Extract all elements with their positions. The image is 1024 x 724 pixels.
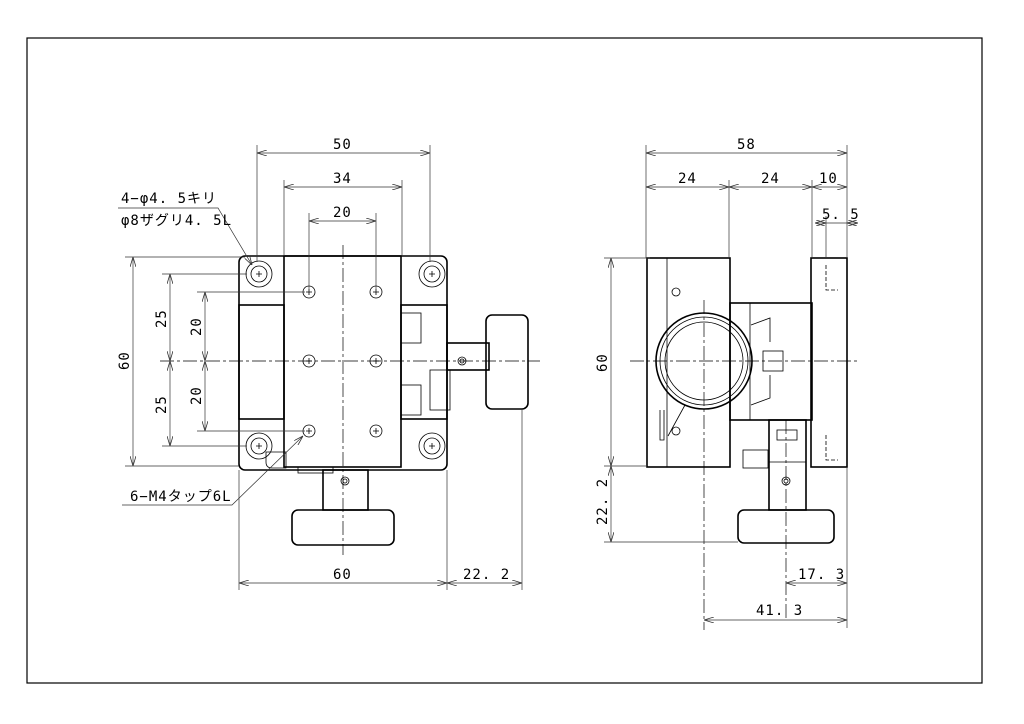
side-center-lines	[630, 300, 860, 630]
bottom-shaft	[322, 469, 369, 511]
dim-22-2-side: 22. 2	[595, 478, 611, 525]
note-tap: 6−M4タップ6L	[130, 489, 232, 505]
side-view: 58 24 24 10 5. 5 60 22. 2 17. 3 41. 3	[595, 137, 860, 630]
tap-holes	[302, 285, 383, 438]
counterbore-holes	[245, 260, 446, 460]
dim-20-bottom: 20	[189, 386, 205, 405]
dim-41-3: 41. 3	[756, 603, 803, 619]
dim-50: 50	[333, 137, 352, 153]
dim-22-2-front: 22. 2	[463, 567, 510, 583]
center-lines	[160, 245, 540, 555]
side-bottom-shaft	[768, 419, 807, 511]
middle-block	[729, 302, 813, 421]
micrometer-shaft	[446, 342, 490, 371]
right-knob	[485, 314, 529, 410]
dim-20-top: 20	[189, 317, 205, 336]
mount-plate	[810, 257, 848, 468]
dim-25-bottom: 25	[154, 395, 170, 414]
dim-60-side: 60	[595, 353, 611, 372]
dim-10: 10	[819, 171, 838, 187]
dim-5-5: 5. 5	[822, 207, 860, 223]
dim-17-3: 17. 3	[798, 567, 845, 583]
dim-60-vertical: 60	[117, 351, 133, 370]
dim-24-a: 24	[678, 171, 697, 187]
dim-60-base: 60	[333, 567, 352, 583]
right-guide-block	[400, 304, 448, 420]
dim-25-top: 25	[154, 309, 170, 328]
carriage	[283, 255, 402, 468]
note-counterbore-2: φ8ザグリ4. 5L	[121, 213, 232, 229]
left-guide-block	[238, 304, 285, 420]
front-view: 50 34 20 60 25 25 20 20 60 22. 2 4−φ4. 5…	[117, 137, 540, 590]
dim-58: 58	[737, 137, 756, 153]
note-counterbore-1: 4−φ4. 5キリ	[121, 191, 217, 207]
drawing-frame	[26, 37, 983, 684]
stage-body	[646, 257, 731, 468]
dim-20: 20	[333, 205, 352, 221]
dim-24-b: 24	[761, 171, 780, 187]
dim-34: 34	[333, 171, 352, 187]
